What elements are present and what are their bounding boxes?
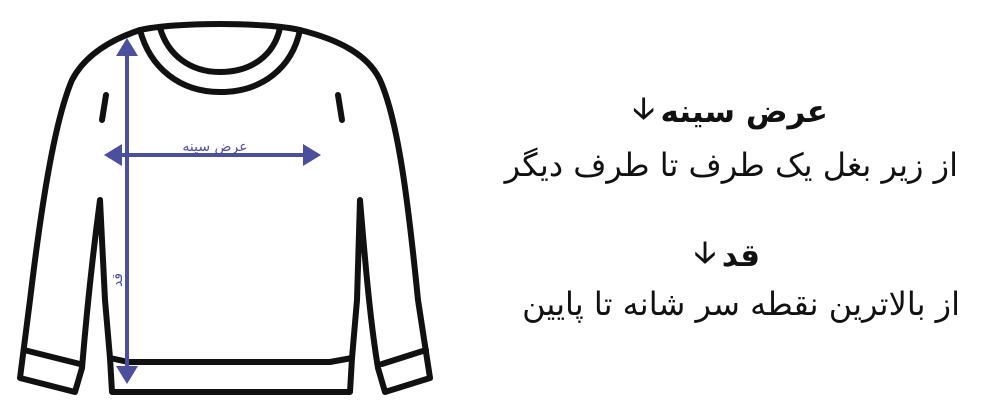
measurement-guides — [104, 38, 321, 384]
down-arrow-icon: 🡣 — [694, 235, 716, 270]
chest-width-description: از زیر بغل یک طرف تا طرف دیگر — [504, 146, 958, 184]
sweatshirt-outline-icon — [17, 21, 433, 395]
chest-width-heading: عرض سینه 🡣 — [633, 86, 828, 137]
length-heading: قد 🡣 — [694, 230, 760, 281]
length-title: قد — [721, 237, 760, 274]
chest-arrowhead-right — [303, 144, 321, 166]
chest-width-label: عرض سینه — [182, 139, 247, 155]
length-label: قد — [110, 273, 126, 287]
chest-arrowhead-left — [104, 144, 122, 166]
sweatshirt-diagram: عرض سینه قد — [17, 21, 433, 395]
length-description: از بالاترین نقطه سر شانه تا پایین — [522, 285, 960, 323]
chest-width-title: عرض سینه — [660, 93, 828, 130]
length-arrowhead-top — [116, 38, 138, 56]
down-arrow-icon: 🡣 — [632, 91, 655, 126]
length-arrowhead-bottom — [116, 366, 138, 384]
